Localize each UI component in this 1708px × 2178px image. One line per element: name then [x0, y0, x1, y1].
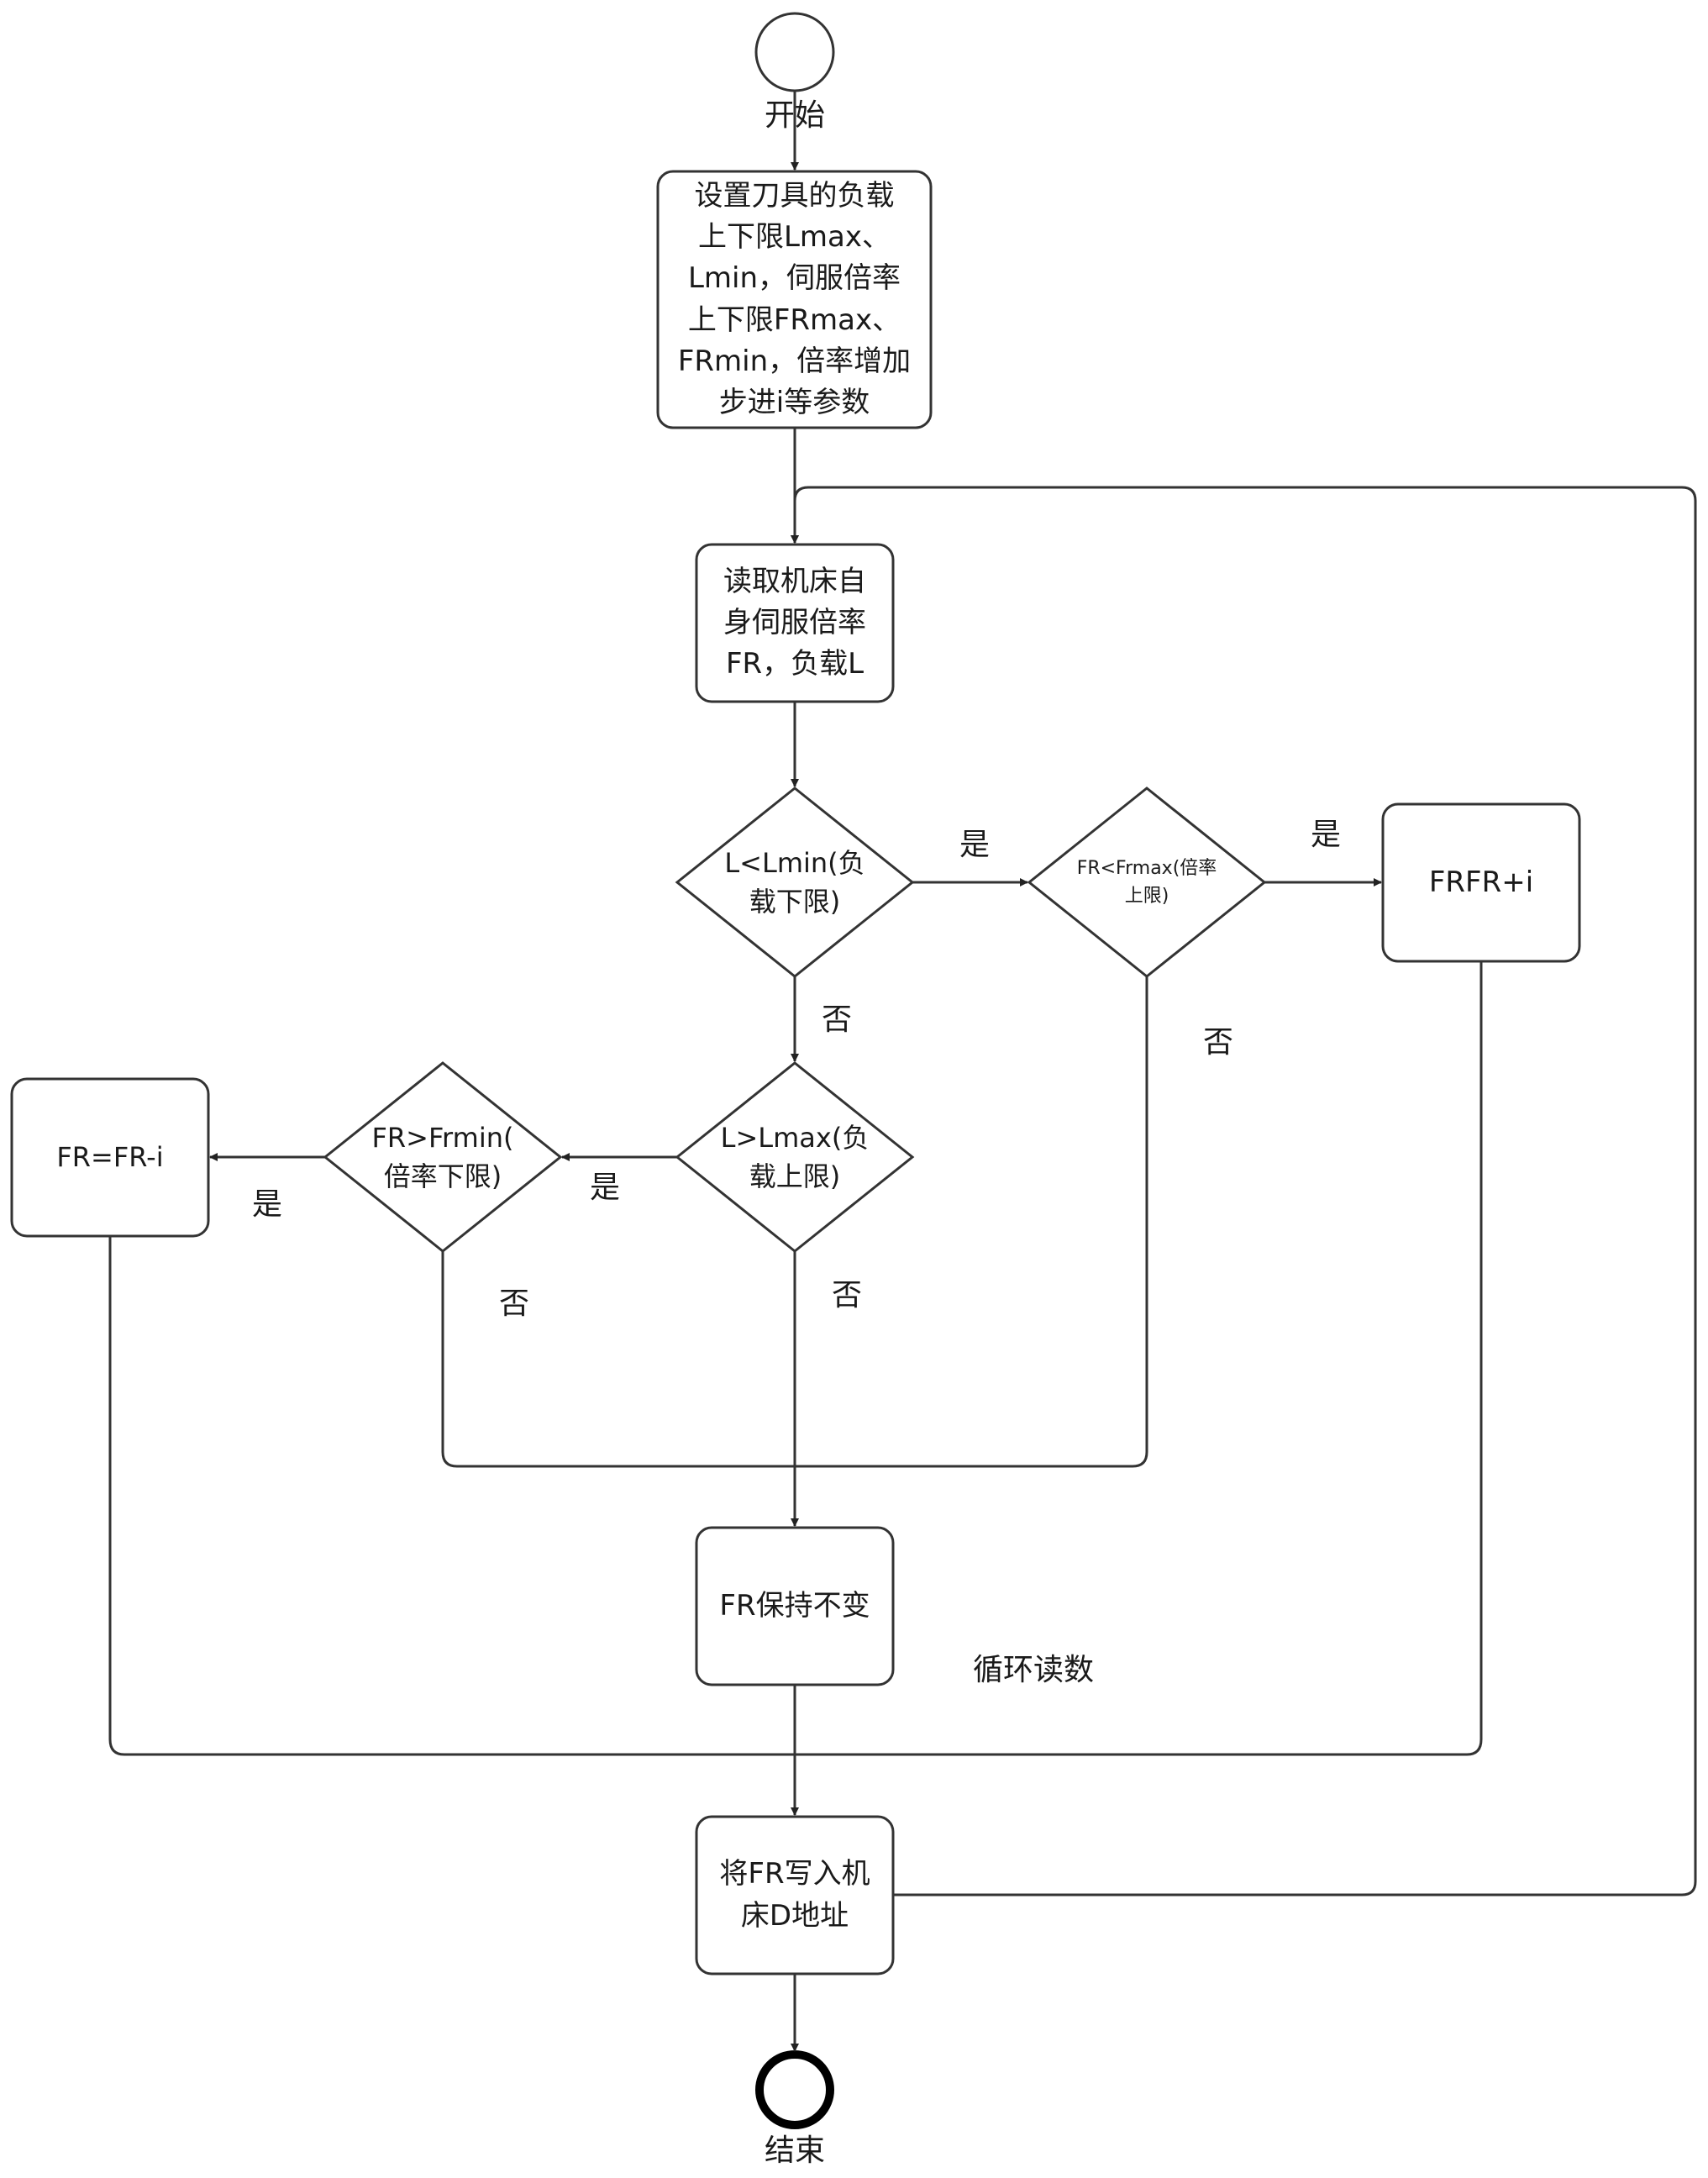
decision-lmin-label: L<Lmin(负 载下限) [724, 846, 865, 918]
read-box-label: 读取机床自 身伺服倍率 FR，负载L [723, 564, 866, 681]
keep-box-label: FR保持不变 [719, 1588, 870, 1623]
connector-frmax-keep [795, 976, 1148, 1468]
connector-decrease-write [108, 1236, 795, 1756]
setup-box-label: 设置刀具的负载 上下限Lmax、 Lmin，伺服倍率 上下限FRmax、 FRm… [677, 178, 912, 420]
yes-label-frmax: 是 [1310, 817, 1341, 852]
end-circle [755, 2050, 834, 2129]
connector-loop-back [791, 486, 1697, 1897]
decision-lmax-label: L>Lmax(负 载上限) [720, 1121, 870, 1192]
no-label-frmin: 否 [498, 1286, 529, 1321]
no-label-lmax: 否 [831, 1277, 862, 1313]
connector-frmin-keep [441, 1251, 795, 1468]
write-box-label: 将FR写入机 床D地址 [719, 1857, 870, 1933]
no-label-lmin: 否 [821, 1002, 852, 1037]
increase-box-label: FRFR+i [1428, 865, 1534, 899]
start-label: 开始 [764, 97, 825, 133]
end-label: 结束 [764, 2133, 825, 2168]
no-label-frmax: 否 [1202, 1024, 1233, 1060]
connector-increase-write [795, 961, 1483, 1756]
decision-frmin-label: FR>Frmin( 倍率下限) [371, 1121, 514, 1192]
yes-label-frmin: 是 [251, 1186, 282, 1222]
decrease-box-label: FR=FR-i [56, 1141, 164, 1174]
loop-label: 循环读数 [972, 1652, 1094, 1687]
decision-frmax-label: FR<Frmax(倍率 上限) [1076, 858, 1217, 907]
yes-label-lmin: 是 [959, 827, 990, 862]
yes-label-lmax: 是 [589, 1170, 620, 1205]
